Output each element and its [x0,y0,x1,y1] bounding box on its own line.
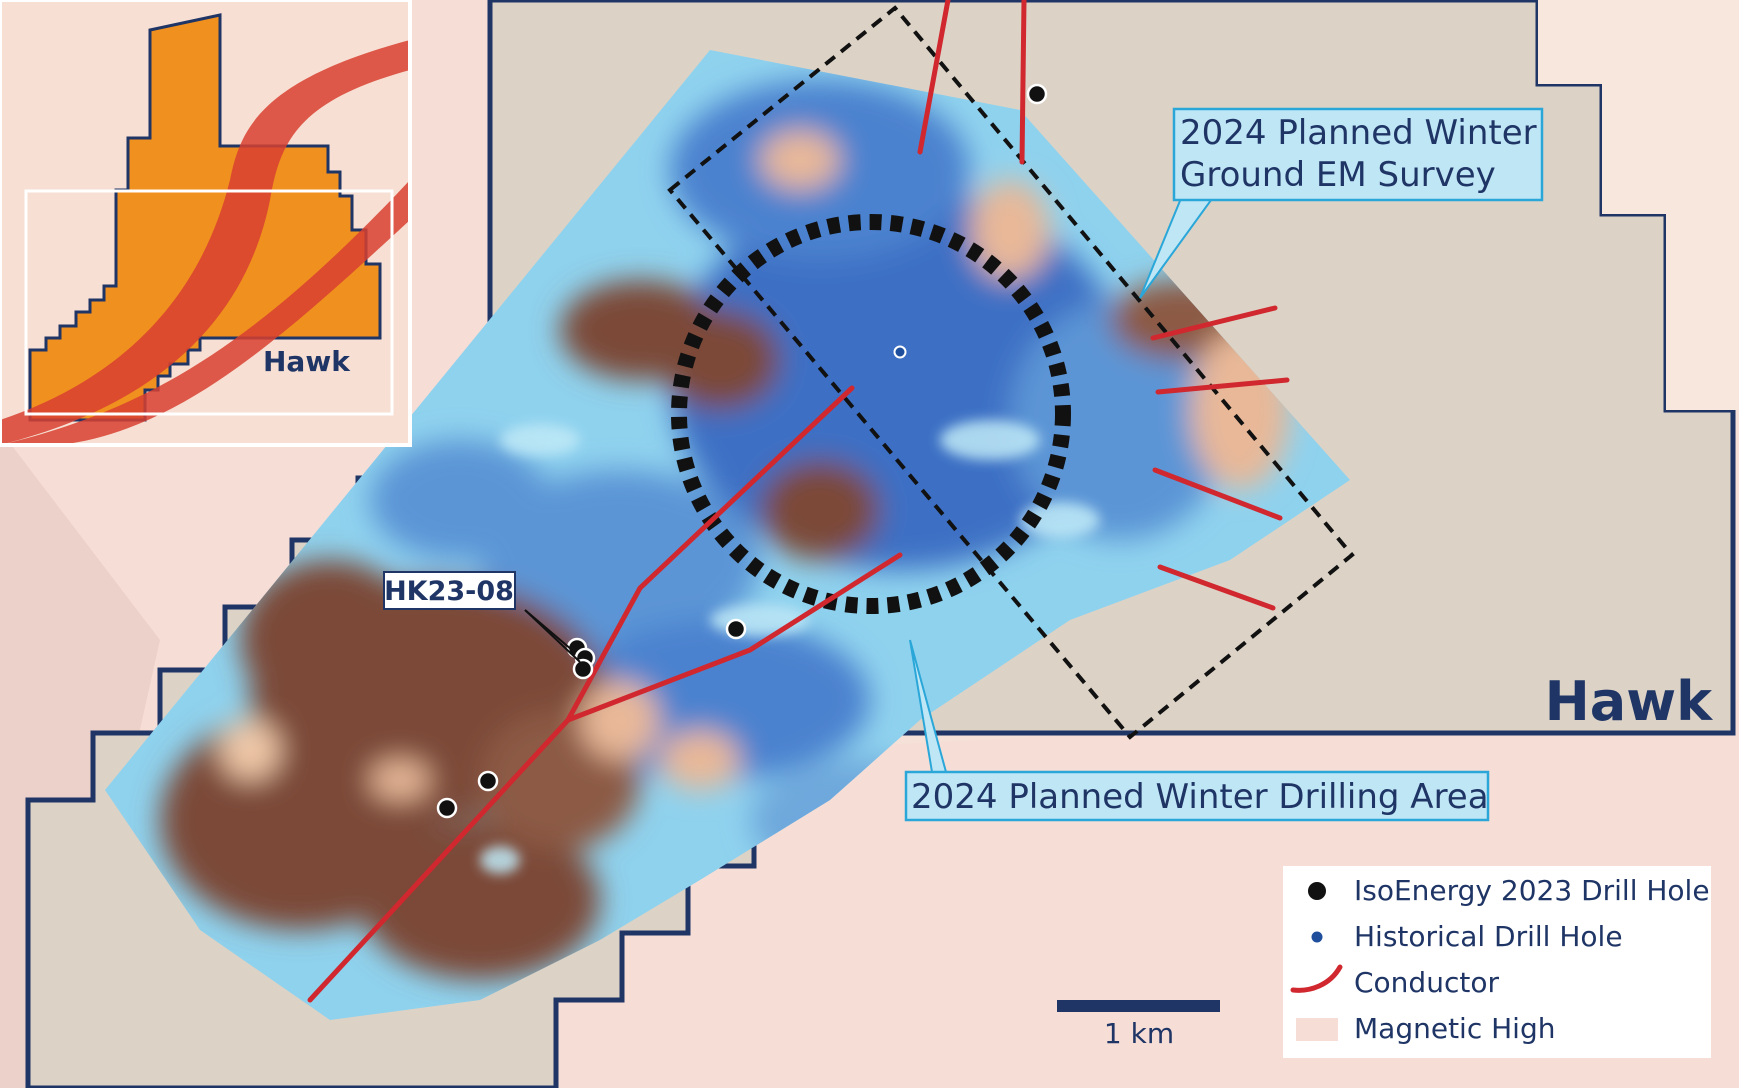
isoenergy-drill-hole[interactable] [725,618,747,640]
legend-label-historical: Historical Drill Hole [1354,920,1623,953]
drilling-area-circle [671,214,1071,614]
em-survey-callout-box [1172,107,1544,202]
em-survey-callout-line1: 2024 Planned Winter [1180,113,1537,153]
conductor-north-2 [1019,0,1027,165]
em-survey-outline [667,5,1355,740]
isoenergy-drill-hole[interactable] [477,770,499,792]
conductor-east-2 [1155,377,1290,395]
isoenergy-drill-hole[interactable] [436,797,458,819]
conductor-east-3 [1152,467,1283,521]
drilling-callout-box [904,770,1490,822]
isoenergy-drill-hole[interactable] [572,658,594,680]
inset-conductor-band [0,40,410,445]
inset-hawk-label: Hawk [263,345,351,378]
scale-bar [1057,1000,1220,1012]
conductor-branch [565,552,903,723]
conductors [307,0,1290,1003]
legend-label-conductor: Conductor [1354,966,1499,999]
conductor-north-1 [917,0,951,155]
em-survey-callout-line2: Ground EM Survey [1180,155,1496,195]
inset-map: Hawk [0,0,412,447]
conductor-east-4 [1157,564,1276,611]
outside-property-right [1538,0,1739,410]
legend-label-magnetic: Magnetic High [1354,1012,1555,1045]
red-line-icon [1290,964,1343,993]
legend: IsoEnergy 2023 Drill Hole Historical Dri… [1283,866,1711,1058]
hk23-08-label: HK23-08 [384,576,514,607]
conductor-east-1 [1150,305,1278,341]
drilling-callout-text: 2024 Planned Winter Drilling Area [911,777,1489,817]
legend-box [1283,866,1711,1058]
blue-dot-icon [1311,931,1323,943]
pink-swatch-icon [1296,1018,1338,1041]
isoenergy-drill-hole[interactable] [1026,83,1048,105]
scale-bar-label: 1 km [1104,1017,1174,1050]
historical-drill-hole[interactable] [893,345,907,359]
hk23-08-label-box [383,571,516,610]
inset-extent-box [24,189,394,416]
hawk-property-label: Hawk [1545,670,1714,733]
legend-label-isoenergy: IsoEnergy 2023 Drill Hole [1354,874,1710,907]
black-dot-icon [1308,882,1326,900]
drill-holes [436,83,1048,819]
conductor-main [307,385,855,1003]
